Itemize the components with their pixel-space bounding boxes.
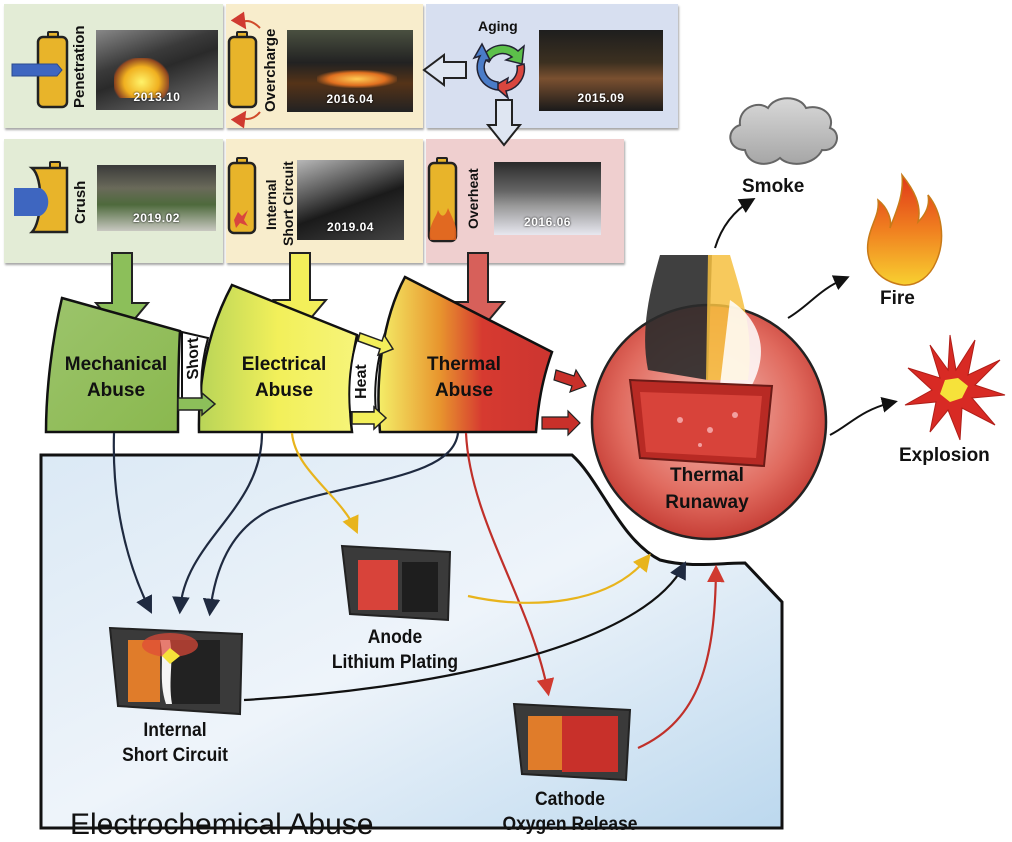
label-line1: Thermal [427, 354, 501, 375]
battery-overheat-icon [427, 157, 458, 243]
photo-overcharge: 2016.04 [287, 30, 413, 112]
battery-short-icon [227, 157, 257, 235]
label-line1: Internal [143, 720, 207, 741]
fire-blob [114, 58, 169, 98]
photo-date: 2013.10 [133, 90, 181, 104]
label-line1: Electrical [241, 354, 327, 375]
label-line2: Abuse [86, 379, 146, 401]
smoke-label: Smoke [742, 176, 805, 197]
arrow-short [177, 391, 217, 417]
flow-elec-anode [290, 432, 359, 535]
explosion-core [940, 378, 968, 402]
diagram-graphics [11, 11, 1006, 782]
arrow-to-fire [787, 275, 850, 319]
thermal-runaway-label: Thermal Runaway [652, 463, 762, 516]
label-line1: Cathode [535, 789, 605, 810]
cell-anode-icon [340, 544, 452, 622]
electrochemical-abuse-caption: Electrochemical Abuse [70, 808, 374, 841]
label-line2: Short Circuit [122, 745, 228, 767]
photo-internal-short: 2019.04 [297, 160, 404, 240]
label-line2: Abuse [434, 379, 494, 401]
arrow-therm-runaway-1 [553, 368, 587, 394]
label-line2: Abuse [254, 379, 314, 401]
arrow-therm-runaway-2 [541, 409, 581, 437]
battery-overcharge-icon [227, 11, 261, 129]
photo-date: 2019.02 [133, 211, 180, 225]
cell-cathode-icon [512, 702, 632, 782]
mechanical-abuse-shape [44, 296, 182, 434]
photo-date: 2019.04 [327, 220, 374, 234]
arrow-heat-bottom [351, 405, 388, 431]
flow-cathode-runaway [637, 564, 725, 750]
photo-aging: 2015.09 [539, 30, 663, 111]
photo-crush: 2019.02 [97, 165, 216, 231]
anode-label: Anode Lithium Plating [312, 625, 478, 675]
label-line2: Lithium Plating [331, 652, 459, 674]
label-line2: Oxygen Release [502, 814, 638, 836]
cell-internal-short-icon [108, 626, 244, 716]
photo-date: 2015.09 [577, 91, 625, 105]
photo-overheat: 2016.06 [494, 162, 601, 235]
smoke-cloud-icon [729, 97, 838, 165]
heat-label: Heat [353, 364, 370, 400]
flow-anode-runaway [467, 553, 651, 604]
flow-therm-isc [202, 432, 460, 617]
arrow-heat-top [357, 332, 395, 357]
battery-crush-icon [14, 161, 69, 234]
label-line1: Mechanical [64, 354, 168, 375]
flow-elec-isc [172, 432, 264, 615]
photo-date: 2016.04 [326, 92, 374, 106]
fire-blob [317, 70, 397, 88]
photo-date: 2016.06 [524, 215, 571, 229]
photo-penetration: 2013.10 [96, 30, 218, 110]
white-flare [720, 300, 761, 385]
fire-icon [866, 172, 943, 286]
arrow-aging-left [422, 53, 467, 87]
fire-label: Fire [880, 288, 915, 309]
mechanical-abuse-label: Mechanical Abuse [52, 352, 180, 403]
label-aging: Aging [478, 18, 518, 34]
explosion-label: Explosion [899, 445, 990, 466]
label-line1: Anode [367, 627, 423, 648]
aging-cycle-icon [472, 42, 526, 101]
label-line1: Thermal [670, 465, 744, 486]
flow-mech-isc [112, 432, 152, 614]
arrow-aging-down [485, 99, 523, 147]
isc-label: Internal Short Circuit [106, 718, 244, 768]
thermal-abuse-shape [377, 275, 554, 434]
flow-isc-runaway [243, 561, 687, 702]
battery-penetration-icon [11, 31, 69, 109]
cathode-label: Cathode Oxygen Release [496, 787, 643, 837]
flow-therm-cathode [464, 432, 555, 697]
burning-cell-icon [628, 378, 774, 468]
thermal-abuse-label: Thermal Abuse [404, 352, 524, 403]
short-label: Short [185, 336, 202, 381]
smoke-column [645, 255, 712, 380]
label-line2: Runaway [665, 491, 749, 513]
electrical-abuse-label: Electrical Abuse [222, 352, 346, 403]
arrow-to-explosion [829, 396, 898, 436]
arrow-to-smoke [714, 197, 756, 249]
